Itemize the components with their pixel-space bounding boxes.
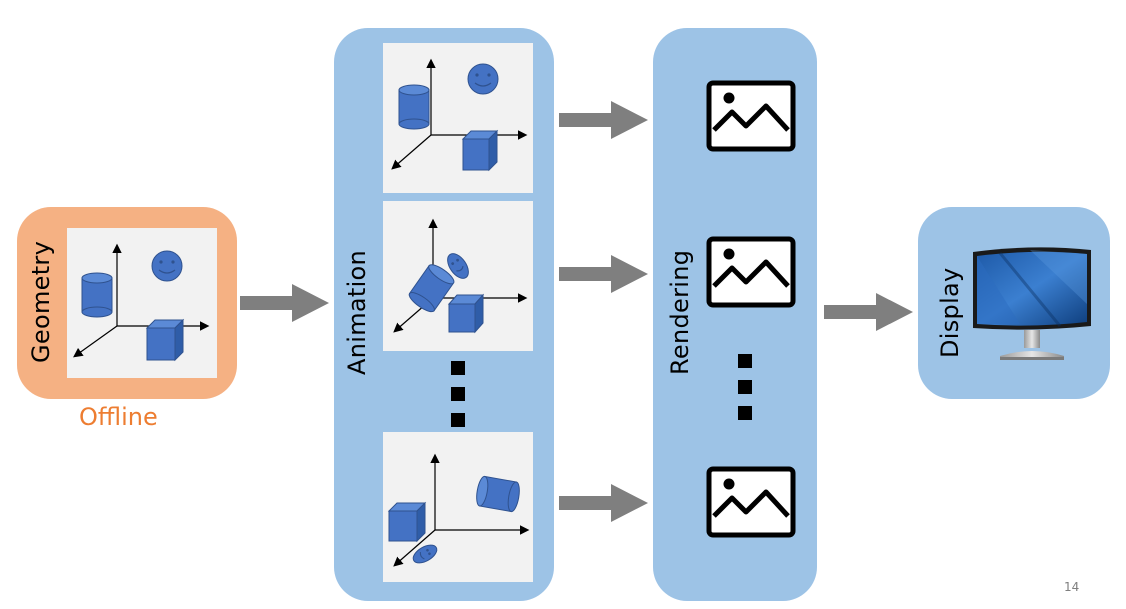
page-number: 14 <box>1064 580 1080 594</box>
right-arrow-icon <box>559 100 649 140</box>
monitor-icon <box>970 244 1094 366</box>
cube-icon <box>387 501 427 543</box>
ellipsis-dot <box>738 354 752 368</box>
image-icon <box>706 236 796 308</box>
cylinder-icon <box>408 264 455 313</box>
smiley-face-icon <box>412 544 438 564</box>
right-arrow-icon <box>240 283 330 323</box>
offline-label: Offline <box>79 403 158 431</box>
animation-frame-1 <box>383 43 533 193</box>
geometry-label: Geometry <box>27 240 55 363</box>
ellipsis-dot <box>738 380 752 394</box>
smiley-face-icon <box>467 63 499 95</box>
geometry-scene-panel <box>67 228 217 378</box>
rendering-label: Rendering <box>666 249 694 375</box>
display-label: Display <box>936 267 964 358</box>
smiley-face-icon <box>447 253 469 279</box>
cylinder-icon <box>476 475 520 513</box>
right-arrow-icon <box>559 483 649 523</box>
cube-icon <box>461 129 499 172</box>
animation-frame-2 <box>383 201 533 351</box>
image-icon <box>706 80 796 152</box>
cylinder-icon <box>398 84 430 130</box>
animation-frame-3 <box>383 432 533 582</box>
animation-label: Animation <box>343 249 371 375</box>
smiley-face-icon <box>151 250 183 282</box>
cylinder-icon <box>81 272 113 318</box>
ellipsis-dot <box>451 361 465 375</box>
ellipsis-dot <box>451 387 465 401</box>
cube-icon <box>145 318 185 362</box>
image-icon <box>706 466 796 538</box>
axes-icon <box>393 453 530 567</box>
ellipsis-dot <box>451 413 465 427</box>
right-arrow-icon <box>559 254 649 294</box>
cube-icon <box>447 293 485 334</box>
ellipsis-dot <box>738 406 752 420</box>
right-arrow-icon <box>824 292 914 332</box>
